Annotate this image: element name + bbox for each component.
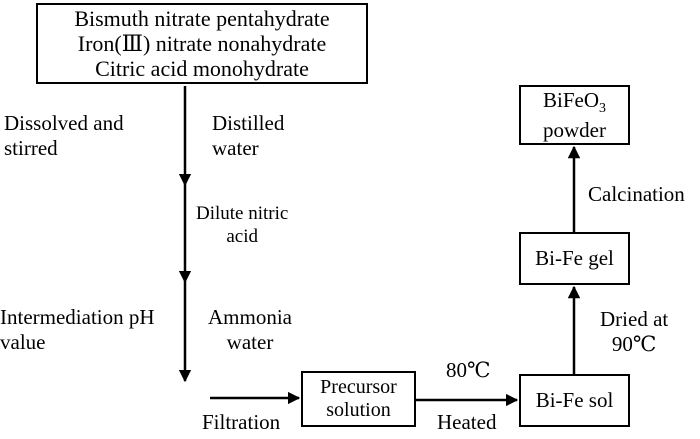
dried-line-1: Dried at bbox=[600, 307, 669, 331]
formula-prefix: BiFeO bbox=[542, 88, 599, 113]
label-80c: 80℃ bbox=[446, 358, 491, 382]
label-intermediation-ph: Intermediation pH value bbox=[0, 305, 155, 355]
label-dilute-nitric-acid: Dilute nitric acid bbox=[196, 203, 288, 249]
label-heated: Heated bbox=[437, 410, 497, 434]
label-dissolved-stirred: Dissolved and stirred bbox=[4, 111, 124, 161]
reagents-box: Bismuth nitrate pentahydrate Iron(Ⅲ) nit… bbox=[36, 3, 368, 84]
powder-formula: BiFeO3 bbox=[543, 88, 606, 117]
formula-subscript: 3 bbox=[599, 101, 606, 117]
ph-line-2: value bbox=[0, 330, 46, 355]
label-filtration: Filtration bbox=[202, 410, 281, 434]
bifeo3-powder-box: BiFeO3 powder bbox=[519, 85, 630, 145]
precursor-line-2: solution bbox=[326, 399, 391, 421]
label-dried-at-90c: Dried at 90℃ bbox=[600, 307, 668, 357]
distilled-line-2: water bbox=[212, 136, 259, 161]
bi-fe-gel-box: Bi-Fe gel bbox=[519, 232, 630, 285]
nitric-line-2: acid bbox=[226, 225, 258, 247]
label-ammonia-water: Ammonia water bbox=[208, 305, 292, 355]
reagent-citric-acid: Citric acid monohydrate bbox=[95, 56, 309, 82]
precursor-solution-box: Precursor solution bbox=[301, 371, 416, 427]
dried-line-2: 90℃ bbox=[611, 332, 657, 357]
dissolved-line-1: Dissolved and bbox=[4, 111, 124, 135]
powder-line-2: powder bbox=[543, 117, 606, 142]
label-calcination: Calcination bbox=[588, 182, 685, 206]
reagent-bismuth-nitrate: Bismuth nitrate pentahydrate bbox=[74, 5, 330, 31]
sol-label: Bi-Fe sol bbox=[535, 388, 614, 413]
nitric-line-1: Dilute nitric bbox=[196, 203, 289, 224]
ammonia-line-1: Ammonia bbox=[208, 305, 292, 329]
dissolved-line-2: stirred bbox=[4, 136, 58, 161]
ammonia-line-2: water bbox=[226, 330, 274, 355]
label-distilled-water: Distilled water bbox=[212, 111, 284, 161]
distilled-line-1: Distilled bbox=[212, 111, 285, 135]
bi-fe-sol-box: Bi-Fe sol bbox=[519, 374, 630, 427]
reagent-iron-nitrate: Iron(Ⅲ) nitrate nonahydrate bbox=[77, 30, 327, 56]
gel-label: Bi-Fe gel bbox=[535, 246, 614, 271]
ph-line-1: Intermediation pH bbox=[0, 305, 155, 329]
precursor-line-1: Precursor bbox=[320, 376, 397, 398]
